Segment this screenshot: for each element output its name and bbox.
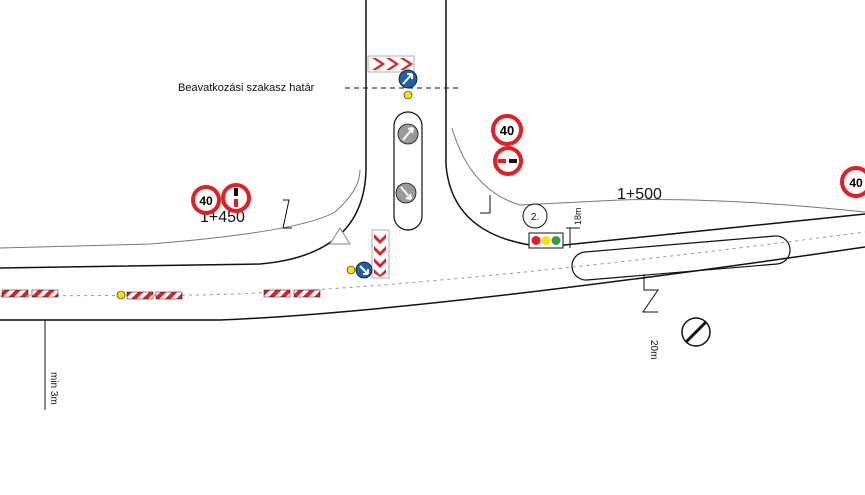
chevron-board-vertical (371, 229, 390, 279)
dimension-18m: 18m (566, 207, 583, 248)
barrier (31, 289, 59, 298)
end-of-restrictions-sign (681, 317, 711, 347)
warning-light-icon (116, 290, 126, 300)
barrier (293, 289, 321, 298)
chainage-right-label: 1+500 (617, 186, 662, 203)
barrier (126, 291, 154, 300)
traffic-light-icon (528, 232, 564, 249)
warning-light-icon (346, 265, 356, 275)
dim-18m-label: 18m (573, 207, 583, 225)
island-arrow-lower-icon (395, 182, 417, 204)
speed-limit-value: 40 (500, 123, 514, 138)
traffic-island-horizontal (571, 235, 791, 281)
boundary-label: Beavatkozási szakasz határ (178, 82, 315, 94)
no-overtaking-sign-upper (493, 146, 523, 176)
barrier (263, 289, 291, 298)
mandatory-direction-sign-bottom (355, 261, 373, 279)
speed-limit-value: 40 (199, 194, 213, 208)
give-way-triangle-icon (328, 226, 352, 245)
barrier-row (1, 289, 321, 300)
speed-limit-sign-left: 40 (191, 185, 221, 215)
lane-center-line (0, 231, 865, 297)
dimension-min3m: min 3m (44, 320, 59, 410)
mandatory-direction-sign-top (398, 69, 418, 89)
dimension-20m: 20m (642, 274, 659, 359)
warning-light-icon (403, 90, 413, 100)
dim-20m-label: 20m (648, 340, 659, 359)
chainage-marker-left (282, 199, 292, 229)
chainage-marker-right (480, 195, 491, 214)
barrier (1, 289, 29, 298)
signal-number-marker: 2. (522, 203, 548, 229)
no-overtaking-sign-left (221, 183, 251, 213)
barrier (155, 291, 183, 300)
chevron-board-top (367, 55, 415, 73)
speed-limit-value: 40 (849, 176, 863, 190)
traffic-island-vertical (393, 111, 423, 231)
road-edges (0, 0, 865, 321)
signal-number-label: 2. (531, 212, 539, 223)
island-arrow-upper-icon (397, 123, 419, 145)
speed-limit-sign-right: 40 (840, 166, 865, 198)
dim-min3m-label: min 3m (48, 372, 59, 405)
speed-limit-sign-upper: 40 (491, 114, 523, 146)
